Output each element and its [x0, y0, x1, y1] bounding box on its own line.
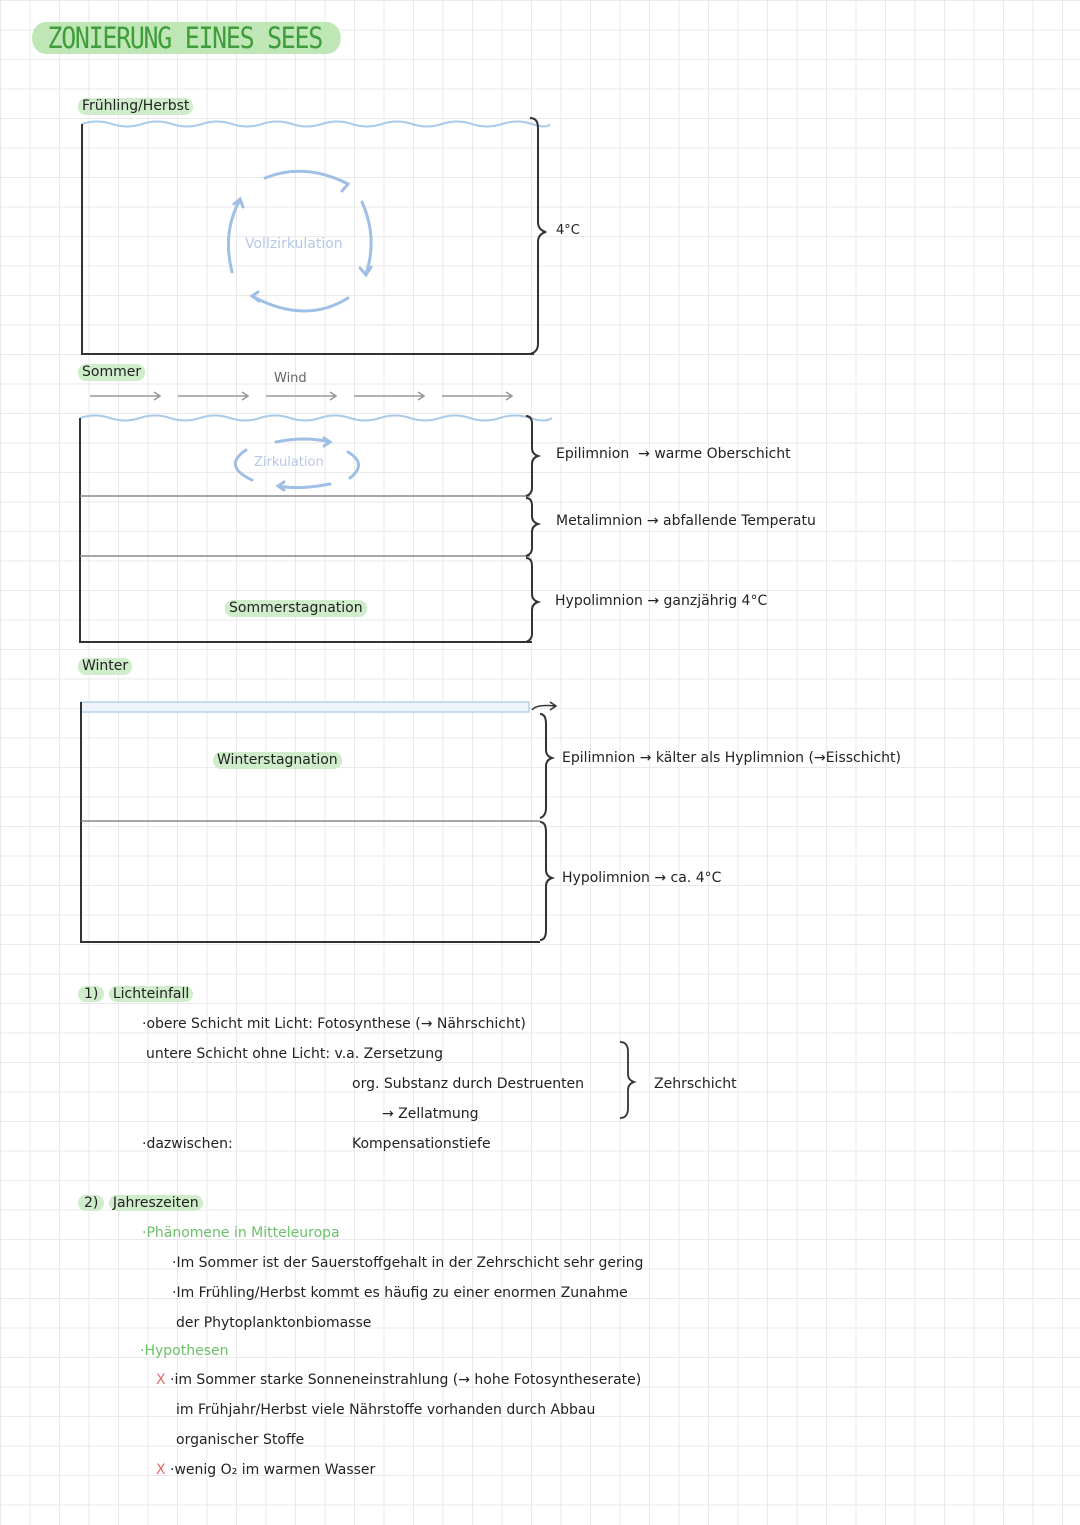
- notes2-heading: Jahreszeiten: [108, 1195, 203, 1211]
- notes1-line5-left: ·dazwischen:: [142, 1136, 233, 1152]
- zehrschicht-label: Zehrschicht: [654, 1076, 737, 1092]
- layer-description: kälter als Hyplimnion (→Eisschicht): [655, 750, 902, 766]
- brace-hypolimnion: [525, 557, 542, 643]
- arrow-icon: →: [639, 750, 652, 766]
- notes2-bullet2b: der Phytoplanktonbiomasse: [176, 1315, 372, 1331]
- wind-arrows: [90, 391, 514, 401]
- sommerstagnation-label: Sommerstagnation: [225, 600, 367, 617]
- arrow-icon: →: [647, 593, 660, 609]
- layer-name: Epilimnion: [556, 446, 630, 462]
- notes1-heading-row: 1) Lichteinfall: [78, 985, 194, 1003]
- brace-zehrschicht: [619, 1041, 637, 1119]
- brace-winter-epilimnion: [539, 713, 556, 819]
- notes2-bullet2a: ·Im Frühling/Herbst kommt es häufig zu e…: [172, 1285, 628, 1301]
- layer-description: abfallende Temperatu: [663, 513, 816, 529]
- brace-spring: [529, 117, 547, 355]
- layer-description: ca. 4°C: [670, 870, 722, 886]
- brace-winter-hypolimnion: [539, 821, 556, 941]
- spring-temperature: 4°C: [556, 223, 580, 238]
- summer-layer-metalimnion: Metalimnion → abfallende Temperatu: [556, 512, 816, 530]
- arrow-icon: →: [646, 513, 659, 529]
- layer-description: warme Oberschicht: [654, 446, 791, 462]
- notes2-hypothesis1b: im Frühjahr/Herbst viele Nährstoffe vorh…: [176, 1402, 596, 1418]
- layer-name: Hypolimnion: [562, 870, 650, 886]
- notes1-line1: ·obere Schicht mit Licht: Fotosynthese (…: [142, 1016, 526, 1032]
- water-surface-wave: [79, 414, 553, 422]
- cross-mark-icon: X: [156, 1372, 166, 1388]
- vollzirkulation-label: Vollzirkulation: [245, 236, 343, 252]
- water-surface-wave: [81, 120, 551, 128]
- notes1-line3: org. Substanz durch Destruenten: [352, 1076, 585, 1092]
- section-label-spring: Frühling/Herbst: [78, 98, 194, 115]
- brace-epilimnion: [525, 415, 542, 497]
- arrow-icon: →: [654, 870, 667, 886]
- ice-layer: [80, 701, 530, 713]
- zirkulation-arrows: [234, 436, 360, 492]
- notes2-number: 2): [78, 1195, 105, 1211]
- cross-mark-icon: X: [156, 1462, 166, 1478]
- section-label-summer: Sommer: [78, 364, 146, 381]
- lake-basin-spring: [81, 124, 534, 355]
- layer-name: Hypolimnion: [555, 593, 643, 609]
- brace-metalimnion: [525, 497, 542, 557]
- layer-description: ganzjährig 4°C: [663, 593, 768, 609]
- ice-pointer-arrow: [531, 701, 558, 711]
- layer-name: Metalimnion: [556, 513, 643, 529]
- lake-basin-summer: [79, 418, 532, 643]
- layer-name: Epilimnion: [562, 750, 636, 766]
- lake-basin-winter: [80, 702, 540, 943]
- notes1-line4: → Zellatmung: [382, 1106, 479, 1122]
- page-title: ZONIERUNG EINES SEES: [32, 22, 341, 54]
- notes2-hypothesis2: ·wenig O₂ im warmen Wasser: [170, 1462, 376, 1478]
- winterstagnation-label: Winterstagnation: [213, 752, 342, 769]
- winter-layer-epilimnion: Epilimnion → kälter als Hyplimnion (→Eis…: [562, 749, 901, 767]
- notes2-subheading-hypotheses: ·Hypothesen: [140, 1343, 229, 1359]
- section-label-winter: Winter: [78, 658, 133, 675]
- vollzirkulation-arrows: [226, 169, 373, 313]
- summer-layer-epilimnion: Epilimnion → warme Oberschicht: [556, 445, 791, 463]
- winter-layer-hypolimnion: Hypolimnion → ca. 4°C: [562, 869, 721, 887]
- notes2-hypothesis1c: organischer Stoffe: [176, 1432, 305, 1448]
- notes1-line2: untere Schicht ohne Licht: v.a. Zersetzu…: [146, 1046, 443, 1062]
- notes1-heading: Lichteinfall: [108, 986, 194, 1002]
- summer-layer-hypolimnion: Hypolimnion → ganzjährig 4°C: [555, 592, 767, 610]
- zirkulation-label: Zirkulation: [254, 455, 324, 470]
- notes2-heading-row: 2) Jahreszeiten: [78, 1194, 203, 1212]
- notes2-subheading-phenomena: ·Phänomene in Mitteleuropa: [142, 1225, 340, 1241]
- notes1-number: 1): [78, 986, 105, 1002]
- notes1-line5-right: Kompensationstiefe: [352, 1136, 491, 1152]
- notes2-bullet1: ·Im Sommer ist der Sauerstoffgehalt in d…: [172, 1255, 644, 1271]
- arrow-icon: →: [633, 446, 650, 462]
- wind-label: Wind: [274, 371, 307, 386]
- notes2-hypothesis1a: ·im Sommer starke Sonneneinstrahlung (→ …: [170, 1372, 642, 1388]
